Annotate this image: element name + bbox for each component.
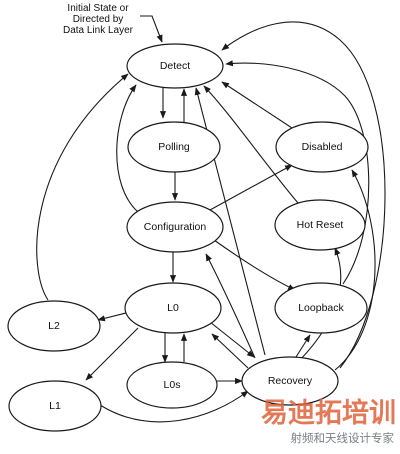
state-hot-reset-label: Hot Reset: [297, 219, 344, 231]
state-l0s-label: L0s: [164, 379, 181, 391]
state-configuration: Configuration: [126, 201, 224, 253]
edge-l2-to-detect: [36, 73, 129, 301]
state-l2-label: L2: [48, 320, 60, 332]
state-disabled-label: Disabled: [302, 141, 343, 153]
state-configuration-label: Configuration: [144, 221, 207, 233]
watermark-tagline: 射频和天线设计专家: [291, 431, 395, 445]
edge-configuration-to-disabled: [209, 164, 293, 211]
state-loopback: Loopback: [274, 282, 368, 334]
state-polling: Polling: [127, 121, 221, 173]
edge-disabled-to-detect: [221, 81, 293, 129]
state-l1: L1: [8, 380, 102, 432]
state-l2: L2: [7, 300, 101, 352]
state-recovery: Recovery: [241, 356, 339, 406]
edge-l1-to-recovery: [99, 390, 249, 423]
state-disabled: Disabled: [275, 121, 369, 173]
state-detect: Detect: [126, 43, 224, 89]
edge-annotation-to-detect: [140, 15, 163, 43]
edge-configuration-to-loopback: [213, 239, 296, 291]
annotation-line-1: Initial State or: [67, 3, 129, 14]
state-polling-label: Polling: [158, 141, 190, 153]
edge-hotreset-to-detect: [203, 85, 299, 204]
edge-configuration-to-detect: [116, 84, 139, 213]
initial-state-annotation: Initial State or Directed by Data Link L…: [63, 3, 134, 36]
watermark-brand: 易迪拓培训: [261, 398, 396, 429]
state-loopback-label: Loopback: [298, 302, 344, 314]
edge-recovery-to-configuration: [205, 253, 256, 359]
state-l0: L0: [124, 282, 222, 334]
state-l0-label: L0: [167, 302, 179, 314]
state-recovery-label: Recovery: [268, 375, 313, 387]
watermark: 易迪拓培训 射频和天线设计专家: [261, 398, 396, 445]
state-l1-label: L1: [49, 400, 61, 412]
state-hot-reset: Hot Reset: [274, 199, 366, 251]
annotation-line-3: Data Link Layer: [63, 25, 134, 36]
edge-l0-to-l1: [85, 327, 139, 381]
state-l0s: L0s: [126, 361, 218, 409]
edge-recovery-to-l0: [211, 333, 249, 369]
edge-recovery-to-disabled: [334, 169, 376, 371]
edge-loopback-to-detect: [225, 60, 370, 285]
edge-l0-to-l2: [97, 311, 131, 322]
annotation-line-2: Directed by: [73, 14, 124, 25]
edge-recovery-to-loopback: [295, 334, 311, 358]
edge-l0-to-recovery: [209, 321, 255, 358]
state-detect-label: Detect: [160, 60, 190, 72]
